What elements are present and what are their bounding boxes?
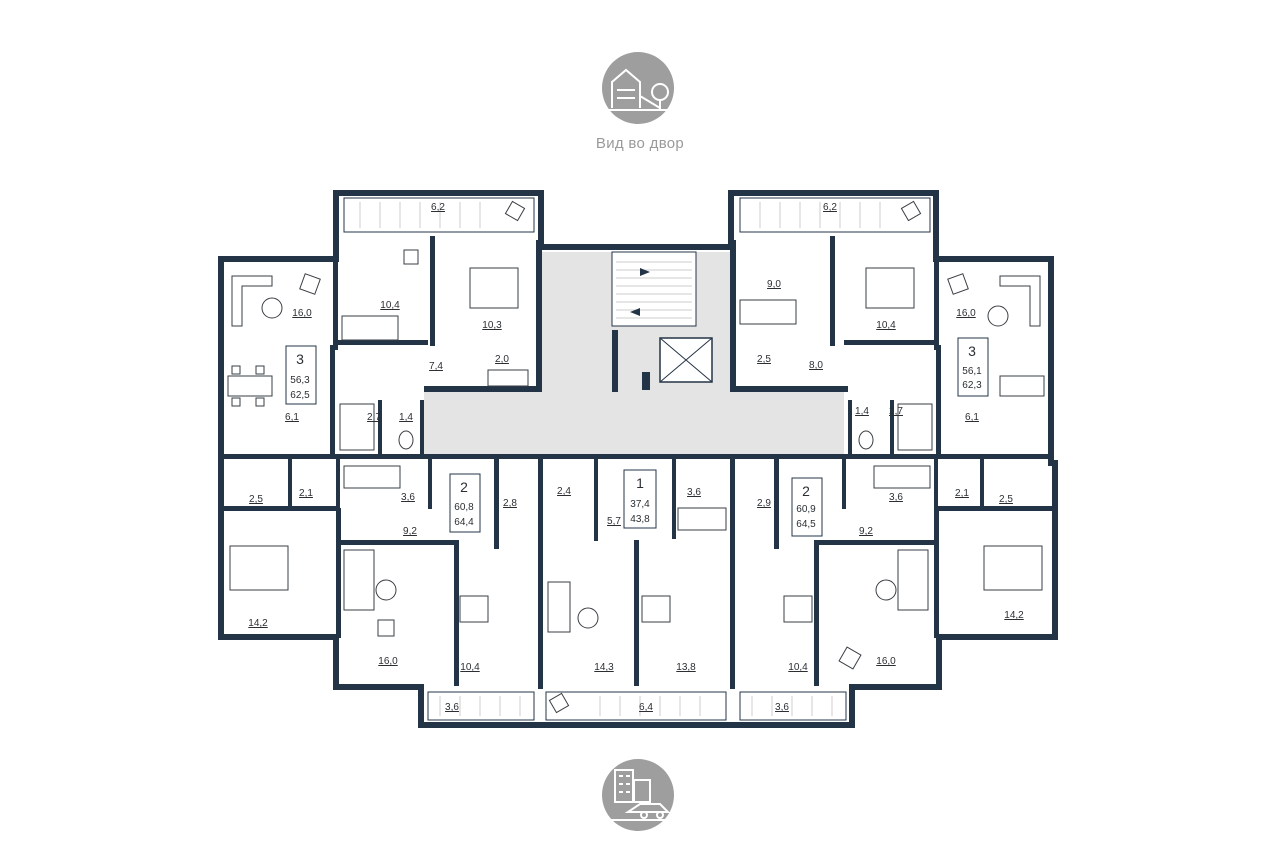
apt-rooms: 3: [968, 343, 976, 359]
room-area: 3,6: [445, 702, 459, 713]
apt-rooms: 3: [296, 351, 304, 367]
apt-total-area: 64,5: [796, 519, 816, 530]
room-area: 6,2: [431, 202, 445, 213]
room-area: 10,4: [380, 300, 400, 311]
apt-living-area: 60,9: [796, 504, 816, 515]
room-area: 2,5: [757, 354, 771, 365]
room-area: 6,4: [639, 702, 653, 713]
room-area: 8,0: [809, 360, 823, 371]
room-area: 13,8: [676, 662, 696, 673]
room-area: 9,0: [767, 279, 781, 290]
room-area: 5,7: [607, 516, 621, 527]
apartment-summary-right-2: 2 60,9 64,5: [796, 483, 816, 530]
room-area: 14,3: [594, 662, 614, 673]
room-area: 2,9: [757, 498, 771, 509]
view-caption-top: Вид во двор: [596, 135, 684, 152]
room-area: 16,0: [876, 656, 896, 667]
apt-living-area: 60,8: [454, 502, 474, 513]
apt-rooms: 2: [460, 479, 468, 495]
apartment-summary-left-2: 2 60,8 64,4: [454, 479, 474, 528]
room-area: 2,0: [495, 354, 509, 365]
apt-living-area: 56,3: [290, 375, 310, 386]
room-area: 14,2: [248, 618, 268, 629]
room-area: 3,6: [687, 487, 701, 498]
apt-total-area: 62,3: [962, 380, 982, 391]
room-area: 16,0: [956, 308, 976, 319]
room-area: 6,1: [965, 412, 979, 423]
apt-rooms: 1: [636, 475, 644, 491]
room-area: 2,1: [299, 488, 313, 499]
apartment-summary-center-1: 1 37,4 43,8: [630, 475, 650, 525]
apt-living-area: 56,1: [962, 366, 982, 377]
room-area: 14,2: [1004, 610, 1024, 621]
room-area: 3,6: [889, 492, 903, 503]
room-area: 10,4: [788, 662, 808, 673]
room-area: 1,4: [855, 406, 869, 417]
room-area: 6,1: [285, 412, 299, 423]
room-area: 16,0: [378, 656, 398, 667]
room-area: 2,7: [367, 412, 381, 423]
apt-total-area: 43,8: [630, 514, 650, 525]
room-area: 2,1: [955, 488, 969, 499]
interior-walls: [224, 236, 1052, 689]
room-area: 2,5: [249, 494, 263, 505]
room-area: 10,3: [482, 320, 502, 331]
room-area-labels: 6,2 10,4 10,3 16,0 7,4 2,0 6,1 2,7 1,4 6…: [248, 202, 1024, 713]
room-area: 2,7: [889, 406, 903, 417]
courtyard-playground-icon: [602, 52, 674, 124]
room-area: 9,2: [403, 526, 417, 537]
room-area: 9,2: [859, 526, 873, 537]
apt-total-area: 62,5: [290, 390, 310, 401]
apartment-summary-right-3: 3 56,1 62,3: [962, 343, 982, 391]
room-area: 16,0: [292, 308, 312, 319]
furniture: [227, 249, 1045, 670]
room-area: 3,6: [401, 492, 415, 503]
apt-total-area: 64,4: [454, 517, 474, 528]
room-area: 2,8: [503, 498, 517, 509]
room-area: 2,4: [557, 486, 571, 497]
apartment-summary-left-3: 3 56,3 62,5: [290, 351, 310, 401]
common-core: [424, 251, 844, 456]
apt-living-area: 37,4: [630, 499, 650, 510]
street-city-icon: [602, 759, 674, 831]
room-area: 1,4: [399, 412, 413, 423]
balconies: [343, 197, 931, 721]
room-area: 7,4: [429, 361, 443, 372]
room-area: 10,4: [876, 320, 896, 331]
apt-rooms: 2: [802, 483, 810, 499]
room-area: 10,4: [460, 662, 480, 673]
room-area: 2,5: [999, 494, 1013, 505]
room-area: 3,6: [775, 702, 789, 713]
room-area: 6,2: [823, 202, 837, 213]
